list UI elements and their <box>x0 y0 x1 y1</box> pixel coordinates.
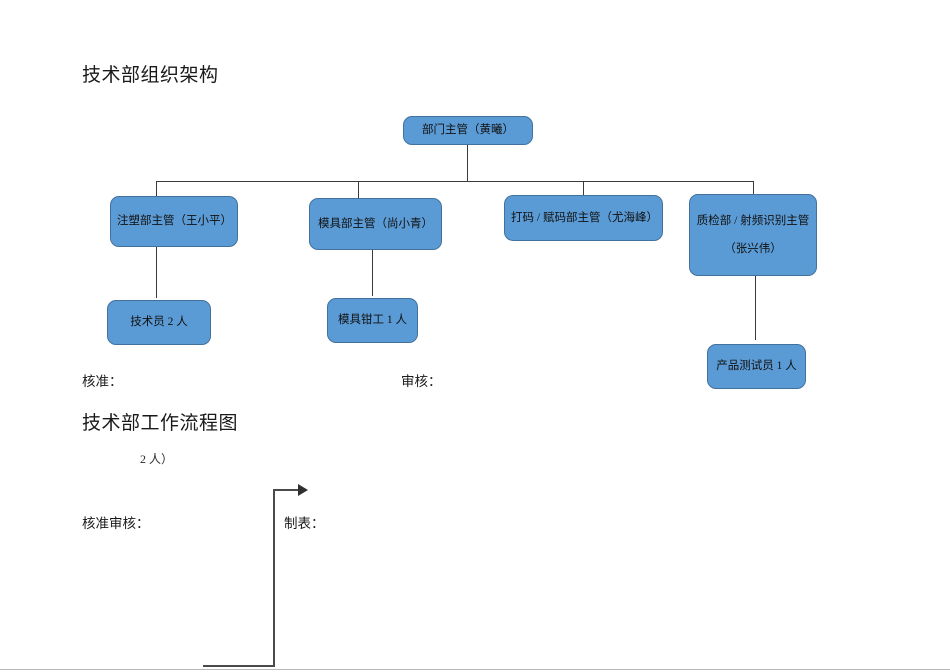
signature-approve-1: 核准： <box>82 374 123 389</box>
org-node-mold-department-supervisor[interactable]: 模具部主管（尚小青） <box>309 198 442 250</box>
connector-horizontal-bus <box>156 181 753 182</box>
org-node-injection-molding-supervisor[interactable]: 注塑部主管（王小平） <box>110 196 238 247</box>
org-node-label: 模具部主管（尚小青） <box>318 217 433 230</box>
org-node-marking-coding-supervisor[interactable]: 打码 / 赋码部主管（尤海峰） <box>504 195 663 241</box>
org-node-label: 打码 / 赋码部主管（尤海峰） <box>511 211 658 224</box>
connector-stem-mold-to-fitter <box>372 247 373 296</box>
org-node-label: 部门主管（黄曦） <box>422 124 514 136</box>
org-node-label: 注塑部主管（王小平） <box>117 215 232 227</box>
org-node-label: 模具钳工 1 人 <box>338 314 407 326</box>
connector-drop-1 <box>156 181 157 198</box>
org-node-label: 质检部 / 射频识别主管（张兴伟） <box>696 215 810 255</box>
page-title-org-structure: 技术部组织架构 <box>82 65 219 86</box>
page-title-work-flow: 技术部工作流程图 <box>82 413 239 434</box>
flow-connector-horizontal-top <box>273 489 300 491</box>
connector-stem-qc-to-tester <box>755 276 756 340</box>
org-node-qc-rfid-supervisor[interactable]: 质检部 / 射频识别主管（张兴伟） <box>689 194 817 276</box>
orphan-text-fragment: 2 人） <box>140 452 174 466</box>
connector-drop-4 <box>753 181 754 195</box>
org-node-label: 产品测试员 1 人 <box>716 360 797 372</box>
connector-drop-3 <box>583 181 584 198</box>
org-node-department-head[interactable]: 部门主管（黄曦） <box>403 116 533 145</box>
page-bottom-rule <box>0 669 950 670</box>
connector-stem-injection-to-tech <box>156 247 157 298</box>
org-node-mold-fitter[interactable]: 模具钳工 1 人 <box>327 298 418 343</box>
connector-root-stem <box>467 145 468 181</box>
arrow-head-icon <box>298 484 308 496</box>
signature-review-1: 审核： <box>401 374 442 389</box>
signature-approve-review-2: 核准审核： <box>82 516 150 531</box>
connector-drop-2 <box>358 181 359 198</box>
signature-prepared-by: 制表： <box>284 516 325 531</box>
flow-connector-horizontal-bottom <box>203 665 275 667</box>
org-node-product-tester[interactable]: 产品测试员 1 人 <box>707 344 806 389</box>
flow-connector-vertical <box>273 489 275 667</box>
org-node-label: 技术员 2 人 <box>130 316 188 328</box>
org-node-technician[interactable]: 技术员 2 人 <box>107 300 211 345</box>
